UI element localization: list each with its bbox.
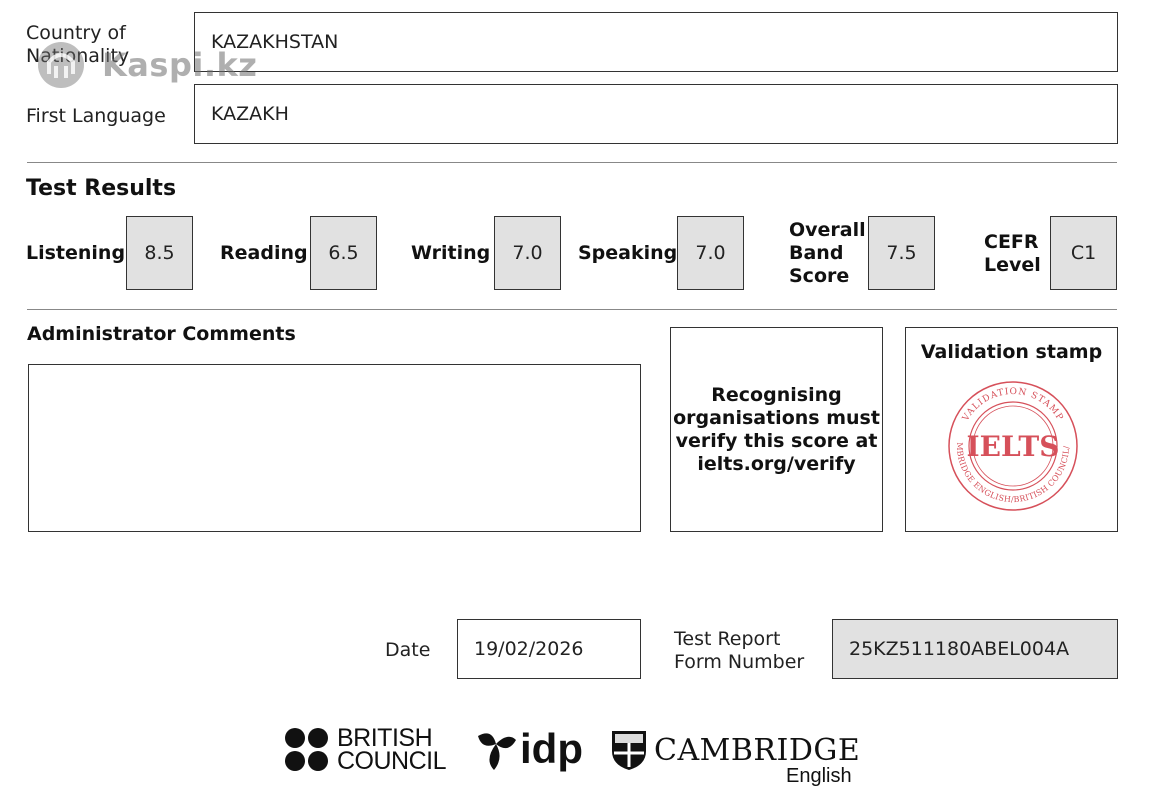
listening-score-box: 8.5 — [126, 216, 193, 290]
date-label: Date — [385, 639, 431, 661]
validation-stamp-title: Validation stamp — [920, 341, 1103, 363]
divider-middle — [27, 309, 1117, 310]
stamp-center-text: IELTS — [967, 430, 1060, 463]
cefr-level: C1 — [1070, 242, 1097, 264]
speaking-score: 7.0 — [695, 242, 726, 264]
overall-score: 7.5 — [886, 242, 917, 264]
writing-score-box: 7.0 — [494, 216, 561, 290]
first-language-label: First Language — [26, 105, 166, 127]
idp-text: idp — [520, 725, 583, 772]
cambridge-text: CAMBRIDGE — [654, 732, 861, 768]
trf-number-value: 25KZ511180ABEL004A — [849, 638, 1070, 660]
kaspi-watermark-text: Kaspi.kz — [102, 46, 258, 84]
date-value: 19/02/2026 — [474, 638, 584, 660]
validation-stamp-panel: Validation stamp VALIDATION STAMP CAMBRI… — [905, 327, 1118, 532]
writing-label: Writing — [411, 242, 491, 264]
overall-label-line-3: Score — [789, 265, 850, 287]
admin-comments-title: Administrator Comments — [27, 323, 296, 345]
cambridge-logo: CAMBRIDGE English — [610, 729, 861, 787]
british-council-logo: BRITISH COUNCIL — [284, 724, 447, 775]
overall-label-line-2: Band — [789, 242, 844, 264]
admin-comments-box — [28, 364, 641, 532]
reading-score-box: 6.5 — [310, 216, 377, 290]
idp-logo: idp — [474, 726, 583, 772]
verify-line-2: organisations must — [673, 406, 880, 429]
cambridge-shield-icon — [612, 731, 646, 770]
divider-top — [27, 162, 1117, 163]
british-council-dots-icon — [285, 728, 328, 771]
kaspi-logo-icon — [38, 42, 84, 88]
trf-label: Test Report Form Number — [674, 628, 804, 674]
cefr-label: CEFR Level — [984, 231, 1041, 277]
date-field: 19/02/2026 — [457, 619, 641, 679]
nationality-field: KAZAKHSTAN — [194, 12, 1118, 72]
trf-label-line-1: Test Report — [674, 628, 781, 650]
nationality-label-line-1: Country of — [26, 22, 126, 44]
nationality-label: Country of Nationality — [26, 22, 129, 68]
reading-score: 6.5 — [328, 242, 359, 264]
nationality-value: KAZAKHSTAN — [211, 31, 339, 53]
overall-label-line-1: Overall — [789, 219, 866, 241]
british-council-text-2: COUNCIL — [337, 747, 447, 775]
british-council-text-1: BRITISH — [337, 724, 433, 752]
verify-line-1: Recognising — [711, 383, 842, 406]
test-results-title: Test Results — [26, 176, 177, 201]
cefr-level-box: C1 — [1050, 216, 1117, 290]
ielts-stamp-seal: VALIDATION STAMP CAMBRIDGE ENGLISH/BRITI… — [947, 380, 1078, 511]
cefr-label-line-2: Level — [984, 254, 1041, 276]
verify-notice: Recognising organisations must verify th… — [670, 327, 883, 532]
speaking-label: Speaking — [578, 242, 678, 264]
reading-label: Reading — [220, 242, 308, 264]
overall-band-label: Overall Band Score — [789, 219, 866, 288]
idp-leaf-icon — [478, 733, 516, 770]
verify-url: ielts.org/verify — [697, 452, 856, 475]
listening-score: 8.5 — [144, 242, 175, 264]
cambridge-english-text: English — [786, 765, 852, 787]
trf-label-line-2: Form Number — [674, 651, 805, 673]
trf-number-field: 25KZ511180ABEL004A — [832, 619, 1118, 679]
listening-label: Listening — [26, 242, 126, 264]
first-language-value: KAZAKH — [211, 103, 289, 125]
kaspi-watermark: Kaspi.kz — [36, 40, 257, 90]
overall-score-box: 7.5 — [868, 216, 935, 290]
cefr-label-line-1: CEFR — [984, 231, 1039, 253]
speaking-score-box: 7.0 — [677, 216, 744, 290]
writing-score: 7.0 — [512, 242, 543, 264]
first-language-field: KAZAKH — [194, 84, 1118, 144]
verify-line-3: verify this score at — [675, 429, 878, 452]
